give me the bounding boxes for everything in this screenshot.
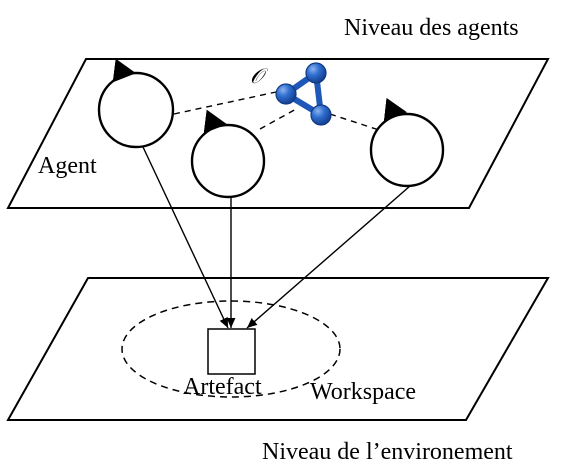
environment-level-label: Niveau de l’environement bbox=[262, 439, 513, 464]
agent-2 bbox=[190, 109, 266, 199]
agent-level-plane bbox=[6, 58, 550, 209]
agent-3-cycle-arrow-icon bbox=[383, 97, 407, 122]
agent-level-label: Niveau des agents bbox=[344, 15, 519, 41]
workspace-label: Workspace bbox=[310, 379, 416, 405]
ontology-node-left bbox=[275, 83, 297, 105]
artefact-box bbox=[207, 328, 256, 375]
agent-1 bbox=[97, 58, 175, 149]
agent-3-cycle bbox=[369, 112, 445, 188]
agent-2-cycle-arrow-icon bbox=[203, 109, 227, 134]
ontology-symbol: 𝒪 bbox=[250, 64, 268, 88]
ontology-node-top bbox=[305, 62, 327, 84]
agent-3 bbox=[369, 97, 445, 188]
agent-1-cycle bbox=[97, 71, 175, 149]
dashed-link-agent-2-ontology bbox=[259, 107, 299, 130]
dashed-link-agent-1-ontology bbox=[173, 91, 277, 115]
agent-communication-links bbox=[173, 91, 380, 131]
agent-1-cycle-arrow-icon bbox=[112, 58, 136, 83]
molecule-network-icon bbox=[275, 62, 332, 126]
ontology-node-bottom bbox=[310, 104, 332, 126]
environment-level-plane bbox=[6, 277, 550, 421]
arrow-agent-1-to-artefact bbox=[142, 146, 229, 329]
agent-2-cycle bbox=[190, 123, 266, 199]
arrow-agent-3-to-artefact bbox=[246, 185, 411, 329]
dashed-link-ontology-agent-3 bbox=[329, 113, 380, 131]
agent-label: Agent bbox=[38, 153, 97, 179]
artefact-label: Artefact bbox=[183, 374, 262, 400]
workspace-boundary bbox=[121, 300, 341, 398]
